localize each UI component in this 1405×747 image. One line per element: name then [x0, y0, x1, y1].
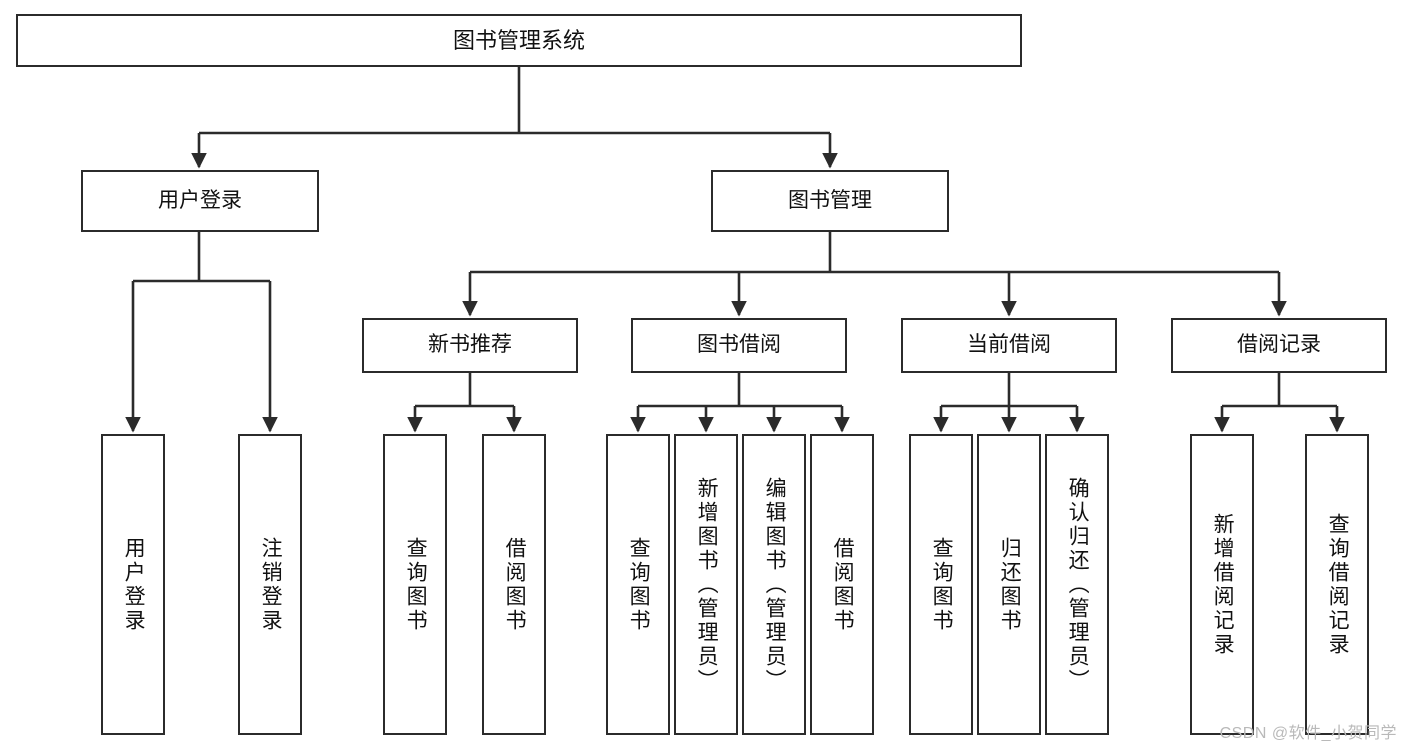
leaf-cb-query-book[interactable]: 查询图书 — [909, 434, 973, 735]
node-borrow-record[interactable]: 借阅记录 — [1171, 318, 1387, 373]
leaf-br-add-record-label: 新增借阅记录 — [1211, 512, 1235, 657]
leaf-br-add-record[interactable]: 新增借阅记录 — [1190, 434, 1254, 735]
node-current-borrow-label: 当前借阅 — [967, 333, 1051, 357]
node-user-login-label: 用户登录 — [158, 188, 242, 212]
leaf-logout-label: 注销登录 — [259, 536, 283, 633]
watermark: CSDN @软件_小贺同学 — [1219, 725, 1397, 742]
node-book-borrow[interactable]: 图书借阅 — [631, 318, 847, 373]
leaf-cb-confirm-return-label: 确认归还（管理员） — [1066, 476, 1090, 693]
leaf-bb-edit-book[interactable]: 编辑图书（管理员） — [742, 434, 806, 735]
leaf-bb-query-book[interactable]: 查询图书 — [606, 434, 670, 735]
leaf-user-login-label: 用户登录 — [122, 536, 146, 633]
leaf-cb-confirm-return[interactable]: 确认归还（管理员） — [1045, 434, 1109, 735]
leaf-nb-borrow-book-label: 借阅图书 — [503, 536, 527, 633]
node-user-login[interactable]: 用户登录 — [81, 170, 319, 232]
leaf-cb-return-book[interactable]: 归还图书 — [977, 434, 1041, 735]
node-borrow-record-label: 借阅记录 — [1237, 333, 1321, 357]
leaf-cb-query-book-label: 查询图书 — [930, 536, 954, 633]
leaf-nb-query-book[interactable]: 查询图书 — [383, 434, 447, 735]
leaf-cb-return-book-label: 归还图书 — [998, 536, 1022, 633]
node-new-book-recommend[interactable]: 新书推荐 — [362, 318, 578, 373]
leaf-user-login[interactable]: 用户登录 — [101, 434, 165, 735]
leaf-bb-borrow-book-label: 借阅图书 — [831, 536, 855, 633]
node-new-book-recommend-label: 新书推荐 — [428, 333, 512, 357]
leaf-nb-borrow-book[interactable]: 借阅图书 — [482, 434, 546, 735]
leaf-bb-add-book[interactable]: 新增图书（管理员） — [674, 434, 738, 735]
node-current-borrow[interactable]: 当前借阅 — [901, 318, 1117, 373]
leaf-bb-edit-book-label: 编辑图书（管理员） — [763, 476, 787, 693]
leaf-bb-borrow-book[interactable]: 借阅图书 — [810, 434, 874, 735]
node-root-label: 图书管理系统 — [452, 27, 585, 53]
leaf-logout[interactable]: 注销登录 — [238, 434, 302, 735]
node-book-manage[interactable]: 图书管理 — [711, 170, 949, 232]
leaf-br-query-record[interactable]: 查询借阅记录 — [1305, 434, 1369, 735]
node-book-borrow-label: 图书借阅 — [697, 333, 781, 357]
leaf-nb-query-book-label: 查询图书 — [404, 536, 428, 633]
node-book-manage-label: 图书管理 — [788, 188, 872, 212]
leaf-bb-query-book-label: 查询图书 — [627, 536, 651, 633]
leaf-br-query-record-label: 查询借阅记录 — [1326, 512, 1350, 657]
node-root[interactable]: 图书管理系统 — [16, 14, 1022, 67]
leaf-bb-add-book-label: 新增图书（管理员） — [695, 476, 719, 693]
